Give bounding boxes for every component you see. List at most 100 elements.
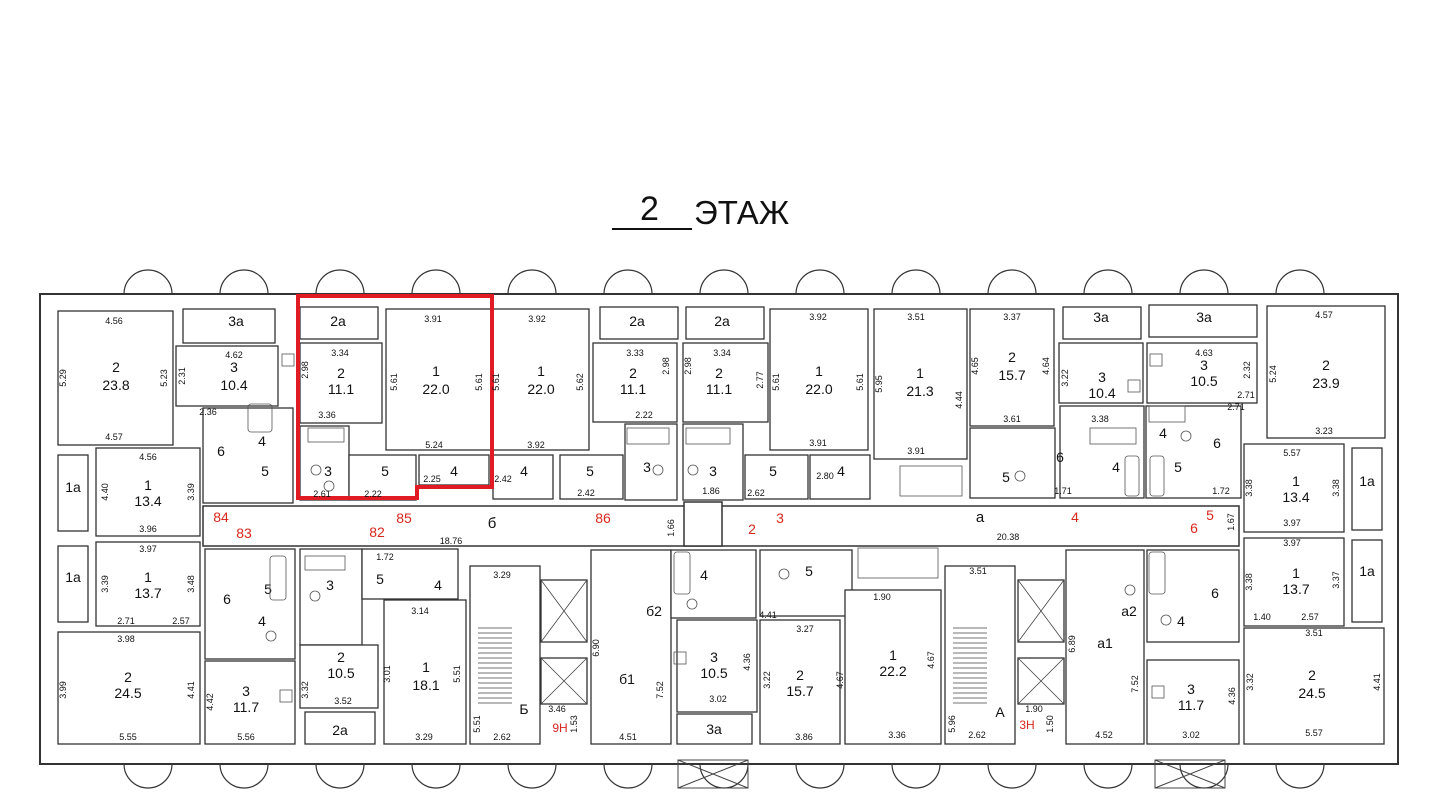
bay-window-icon bbox=[603, 763, 653, 789]
service-label: 5 bbox=[805, 563, 813, 579]
bathtub-icon bbox=[269, 555, 287, 601]
dimension: 2.42 bbox=[577, 488, 595, 498]
room-number: 1 bbox=[144, 569, 152, 585]
dimension: 3.52 bbox=[334, 696, 352, 706]
room-area: 22.2 bbox=[879, 663, 906, 679]
stair-label: Б bbox=[519, 701, 528, 717]
room-outline bbox=[175, 345, 279, 407]
dimension: 2.62 bbox=[493, 732, 511, 742]
room-outline bbox=[769, 308, 869, 451]
dimension: 2.98 bbox=[683, 357, 693, 375]
room-outline bbox=[204, 660, 296, 745]
stair-sublabel: 9Н bbox=[552, 721, 567, 735]
dimension: 5.61 bbox=[855, 373, 865, 391]
dimension: 3.34 bbox=[713, 348, 731, 358]
dimension: 2.71 bbox=[117, 616, 135, 626]
service-label: 3 bbox=[326, 577, 334, 593]
dimension: 3.97 bbox=[139, 544, 157, 554]
dimension: 4.67 bbox=[926, 651, 936, 669]
room-outline bbox=[590, 549, 672, 745]
dimension: 3.91 bbox=[424, 314, 442, 324]
apartment-number: 3 bbox=[776, 510, 784, 526]
balcony-label: 1а bbox=[65, 479, 81, 495]
building-outline bbox=[39, 293, 1399, 765]
dimension: 5.29 bbox=[58, 369, 68, 387]
dimension: 2.71 bbox=[1227, 402, 1245, 412]
loggia-label: 2а bbox=[629, 313, 645, 329]
service-label: 5 bbox=[769, 463, 777, 479]
corridor-length: 20.38 bbox=[997, 532, 1020, 542]
toilet-icon bbox=[1124, 584, 1136, 596]
stair-outline bbox=[469, 565, 541, 745]
highlighted-apartment bbox=[296, 294, 494, 500]
service-outline bbox=[559, 454, 624, 500]
room-area: 10.5 bbox=[327, 665, 354, 681]
room-number: 2 bbox=[796, 667, 804, 683]
room-outline bbox=[57, 631, 201, 745]
bay-window-icon bbox=[795, 763, 845, 789]
room-area: 13.4 bbox=[1282, 489, 1309, 505]
toilet-icon bbox=[687, 464, 699, 476]
loggia-label: 2а bbox=[714, 313, 730, 329]
service-outline bbox=[1145, 405, 1242, 499]
service-label: 3 bbox=[709, 463, 717, 479]
room-number: 3 bbox=[1187, 681, 1195, 697]
floor-number-underline bbox=[612, 228, 692, 230]
dimension: 1.72 bbox=[1212, 486, 1230, 496]
corridor bbox=[202, 501, 1240, 547]
room-number: 1 bbox=[1292, 565, 1300, 581]
dimension: 3.46 bbox=[548, 704, 566, 714]
dimension: 2.36 bbox=[199, 407, 217, 417]
loggia-label: 3а bbox=[706, 721, 722, 737]
dimension: 2.98 bbox=[300, 361, 310, 379]
dimension: 4.51 bbox=[619, 732, 637, 742]
room-area: 10.4 bbox=[1088, 385, 1115, 401]
dimension: 5.55 bbox=[119, 732, 137, 742]
dimension: 4.56 bbox=[139, 452, 157, 462]
dimension: 5.57 bbox=[1305, 728, 1323, 738]
room-number: 2 bbox=[124, 669, 132, 685]
room-number: 1 bbox=[537, 363, 545, 379]
bay-window-icon bbox=[603, 269, 653, 295]
room-area: 13.7 bbox=[1282, 581, 1309, 597]
dimension: 3.22 bbox=[1060, 369, 1070, 387]
fixtures bbox=[247, 403, 1192, 642]
dimension: 2.62 bbox=[968, 730, 986, 740]
dimension: 4.57 bbox=[105, 432, 123, 442]
room-outline bbox=[95, 447, 201, 537]
service-outline bbox=[1059, 405, 1145, 499]
apartment-number: 4 bbox=[1071, 509, 1079, 525]
service-label: 4 bbox=[1112, 459, 1120, 475]
dimension: 3.01 bbox=[382, 665, 392, 683]
apartment-number: 5 bbox=[1206, 507, 1214, 523]
service-label: 4 bbox=[1177, 613, 1185, 629]
dimension: 5.24 bbox=[1268, 365, 1278, 383]
service-outline bbox=[361, 548, 459, 600]
room-outline bbox=[969, 308, 1055, 427]
room-area: 22.0 bbox=[805, 381, 832, 397]
balcony-outline bbox=[1351, 447, 1383, 531]
hall-label: б1 bbox=[619, 671, 635, 687]
service-label: 4 bbox=[258, 613, 266, 629]
dimension: 4.36 bbox=[1227, 687, 1237, 705]
bay-window-icon bbox=[219, 763, 269, 789]
apartment-number: 2 bbox=[748, 521, 756, 537]
hall-label: б2 bbox=[646, 603, 662, 619]
room-area: 24.5 bbox=[1298, 685, 1325, 701]
corridor-width: 1.67 bbox=[1226, 513, 1236, 531]
small-labels: 3а 2а 2а 2а 3а 3а 1а 1а 1а 1а 2а 3а б1 б… bbox=[65, 309, 1375, 738]
bathtub-icon bbox=[673, 551, 691, 595]
dimension: 3.92 bbox=[527, 440, 545, 450]
apartment-number: 83 bbox=[236, 525, 252, 541]
dimension: 3.32 bbox=[1245, 673, 1255, 691]
loggia-label: 3а bbox=[1196, 309, 1212, 325]
room-outline bbox=[57, 310, 174, 446]
room-number: 2 bbox=[715, 365, 723, 381]
dimension: 2.22 bbox=[635, 410, 653, 420]
dimension: 3.37 bbox=[1331, 571, 1341, 589]
dimension: 2.22 bbox=[364, 489, 382, 499]
room-area: 18.1 bbox=[412, 677, 439, 693]
kitchen-counter-icon bbox=[899, 465, 963, 497]
dimension: 3.36 bbox=[318, 410, 336, 420]
dimension: 4.63 bbox=[1195, 348, 1213, 358]
